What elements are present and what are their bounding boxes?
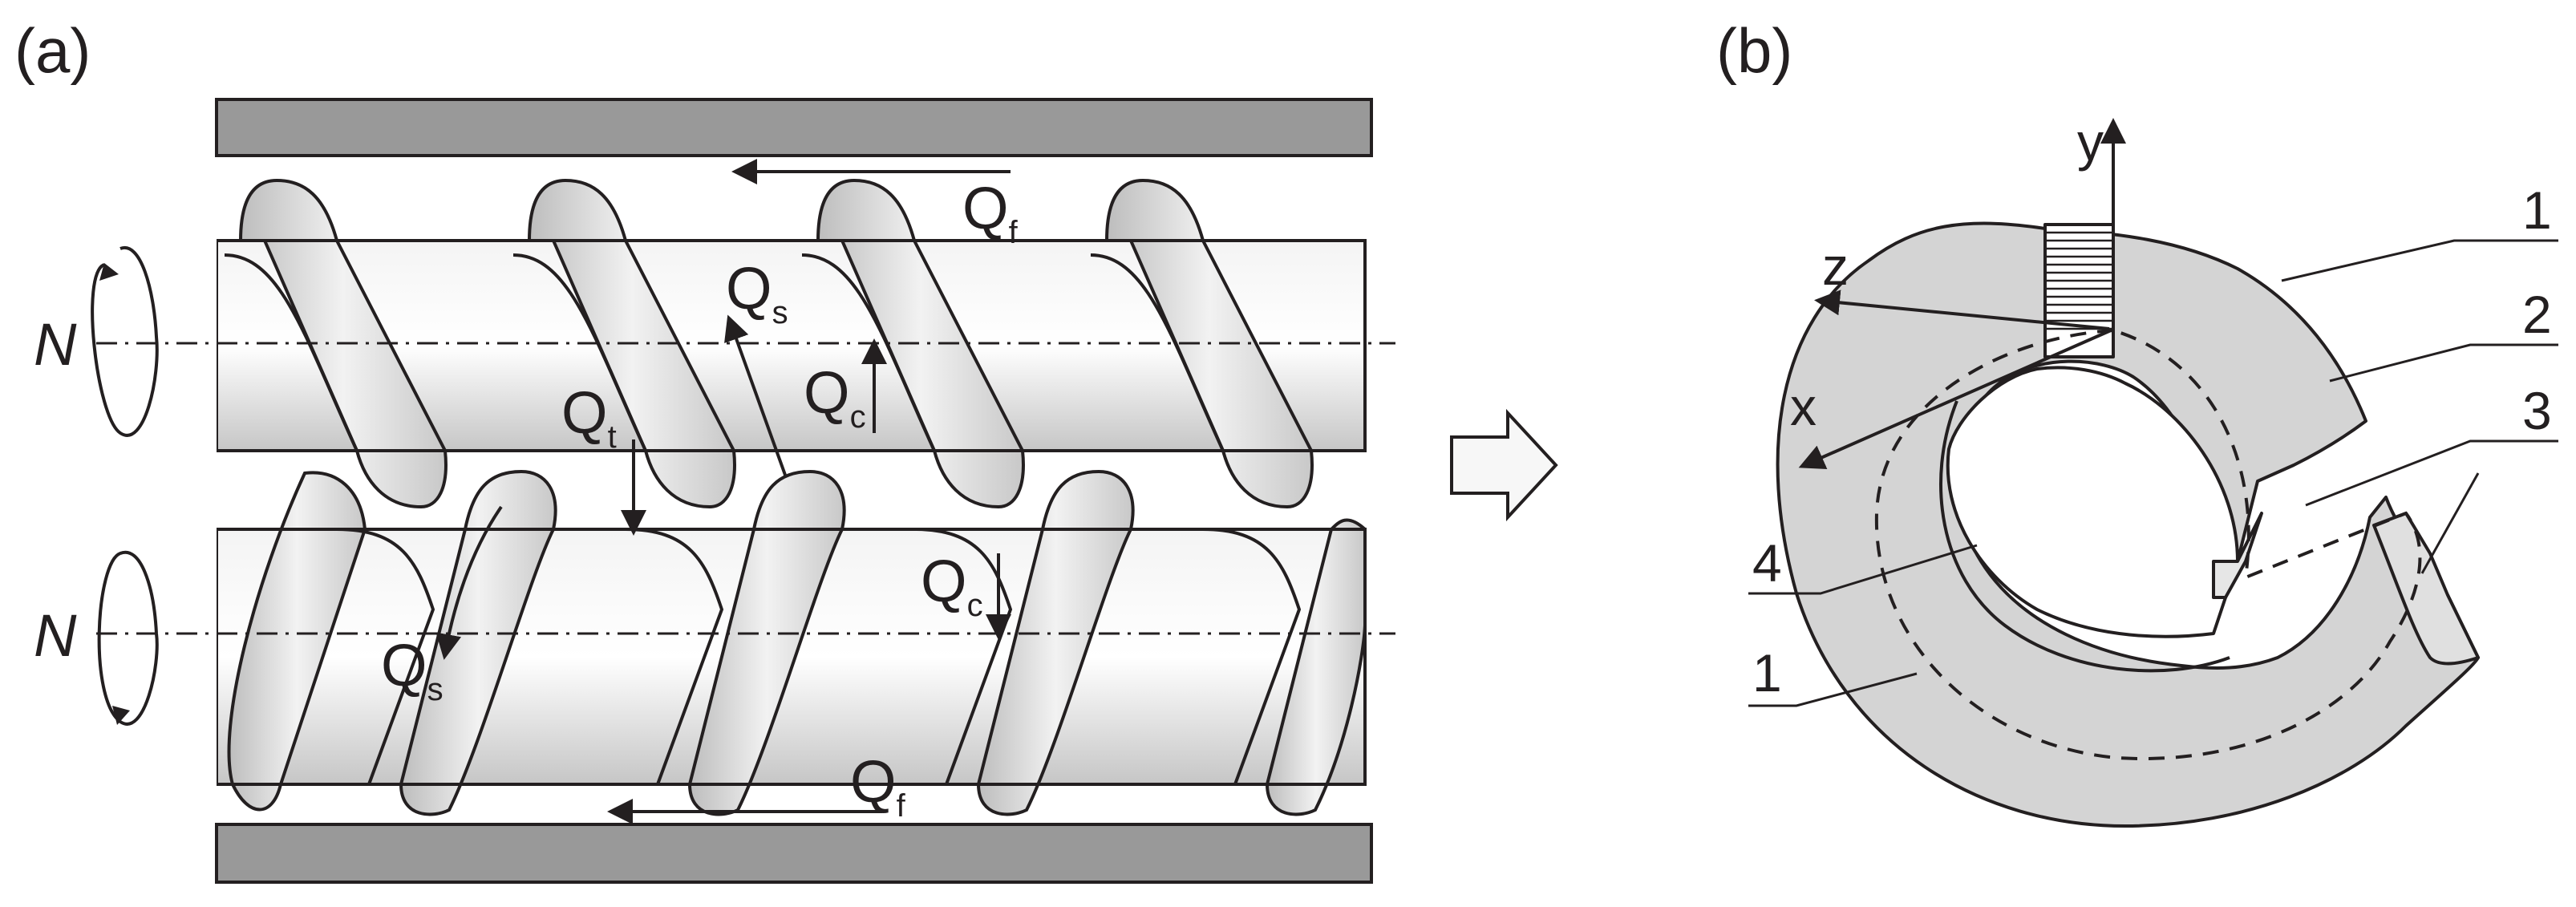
qs-top-label: Qs	[726, 255, 788, 330]
element-end-face-left	[2212, 512, 2263, 599]
qt-label: Qt	[561, 379, 617, 455]
qf-top-label: Qf	[962, 175, 1019, 250]
panel-b-label: (b)	[1716, 15, 1792, 86]
upper-rotation-label: N	[34, 311, 77, 378]
panel-a-label: (a)	[14, 15, 91, 86]
pitch-circle-dashed	[1874, 328, 2422, 760]
lower-screw-flights	[227, 469, 1367, 816]
upper-screw-helix-lines	[224, 253, 1225, 451]
transition-arrow-icon	[1450, 408, 1558, 522]
callout-4: 4	[1752, 533, 1782, 593]
barrel-wall-top	[215, 98, 1373, 157]
lower-screw	[217, 469, 1367, 816]
qs-bottom-arrow	[435, 505, 503, 660]
callout-leaders	[1748, 239, 2558, 707]
qc-top-label: Qc	[804, 359, 866, 435]
element-inner-edge	[1939, 400, 2230, 673]
c-shaped-element	[1776, 221, 2480, 828]
barrel-wall-bottom	[215, 823, 1373, 884]
element-inner-bore	[1946, 366, 2239, 638]
cross-section-hatch	[2043, 223, 2115, 358]
callout-1-bottom: 1	[1752, 643, 1782, 703]
qs-top-arrow	[724, 314, 788, 478]
qc-bottom-label: Qc	[921, 548, 983, 623]
z-axis	[1814, 290, 2110, 330]
callout-3: 3	[2522, 381, 2552, 440]
callout-1-top: 1	[2522, 180, 2552, 240]
lower-rotation-label: N	[34, 602, 77, 669]
qs-bottom-label: Qs	[381, 632, 444, 707]
x-axis	[1798, 329, 2112, 469]
x-axis-label: x	[1790, 377, 1817, 436]
element-outer-body	[1776, 221, 2480, 828]
callout-2: 2	[2522, 285, 2552, 344]
upper-rotation-arrow	[91, 245, 159, 437]
element-end-face-right	[2372, 512, 2480, 666]
lower-rotation-arrow	[97, 550, 159, 726]
z-axis-label: z	[1822, 237, 1849, 296]
lower-screw-helix-lines	[336, 528, 1302, 785]
qf-bottom-label: Qf	[850, 748, 906, 824]
y-axis-label: y	[2077, 112, 2104, 172]
